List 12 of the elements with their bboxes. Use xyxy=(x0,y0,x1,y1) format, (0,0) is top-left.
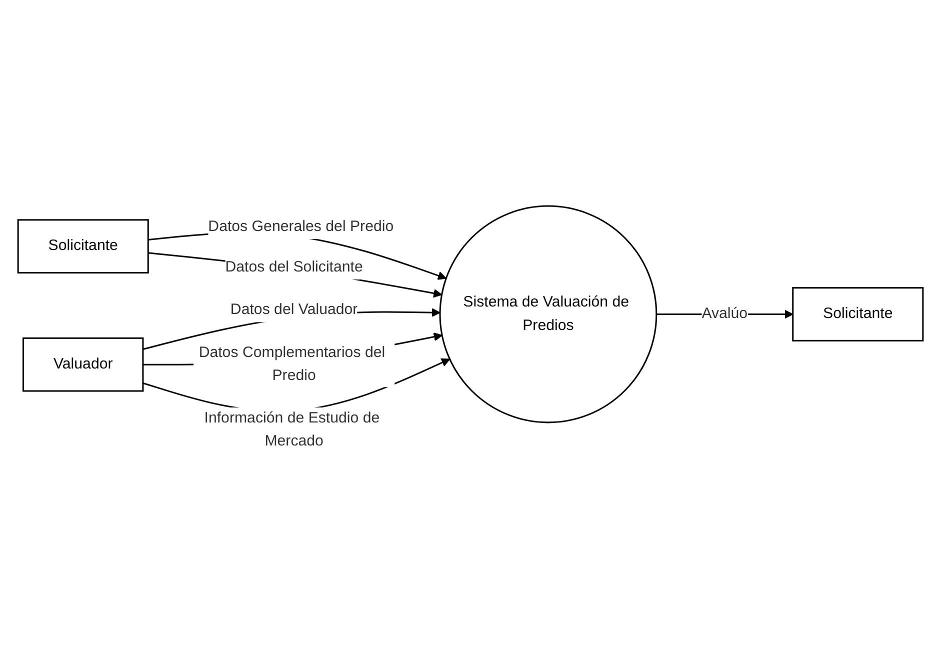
edge-label: Información de Estudio de Mercado xyxy=(204,409,380,449)
node-box: Solicitante xyxy=(792,286,924,342)
arrow xyxy=(148,232,447,280)
edge-label: Datos del Valuador xyxy=(230,300,358,318)
edge-label: Avalúo xyxy=(702,304,748,322)
node-box: Solicitante xyxy=(17,218,149,274)
node-circle: Sistema de Valuación de Predios xyxy=(439,204,658,423)
edge-label: Datos Complementarios del Predio xyxy=(198,344,386,384)
edge-label: Datos del Solicitante xyxy=(225,258,363,276)
node-box: Valuador xyxy=(22,337,144,392)
arrow xyxy=(148,252,442,298)
edge-label: Datos Generales del Predio xyxy=(208,218,394,235)
